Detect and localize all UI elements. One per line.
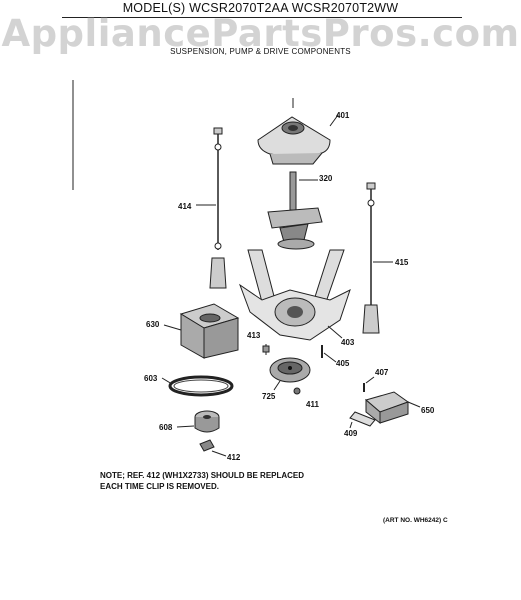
label-320: 320 (319, 174, 333, 183)
part-409-bracket (349, 421, 353, 429)
label-608: 608 (159, 423, 173, 432)
label-412: 412 (227, 453, 241, 462)
label-409: 409 (344, 429, 358, 438)
part-608-pulley (176, 410, 220, 433)
part-412-clip (199, 439, 227, 457)
part-413-bolt (262, 344, 270, 355)
label-414: 414 (178, 202, 192, 211)
title-rule (62, 17, 462, 18)
label-725: 725 (262, 392, 276, 401)
part-630-motor (163, 303, 240, 359)
part-403-mounting-plate (238, 249, 351, 341)
part-407-screw (363, 376, 375, 392)
label-403: 403 (341, 338, 355, 347)
label-407: 407 (375, 368, 389, 377)
part-603-belt (161, 375, 234, 397)
label-401: 401 (336, 111, 350, 120)
part-401-hub-cover (257, 114, 339, 165)
label-413: 413 (247, 331, 261, 340)
part-414-suspension-rod (196, 127, 227, 289)
label-411: 411 (306, 400, 319, 409)
label-405: 405 (336, 359, 350, 368)
label-415: 415 (395, 258, 409, 267)
part-405-screw (321, 345, 337, 363)
part-415-suspension-rod (362, 182, 393, 334)
replacement-note: NOTE; REF. 412 (WH1X2733) SHOULD BE REPL… (100, 471, 305, 491)
part-650-switch (349, 391, 421, 427)
label-603: 603 (144, 374, 158, 383)
art-number: (ART NO. WH6242) C (383, 517, 448, 524)
label-630: 630 (146, 320, 160, 329)
part-411-nut (293, 387, 301, 395)
section-subtitle: SUSPENSION, PUMP & DRIVE COMPONENTS (170, 47, 351, 56)
part-320-transmission (267, 171, 323, 250)
part-725-pump (269, 357, 311, 391)
model-title: MODEL(S) WCSR2070T2AA WCSR2070T2WW (122, 1, 399, 15)
label-650: 650 (421, 406, 435, 415)
